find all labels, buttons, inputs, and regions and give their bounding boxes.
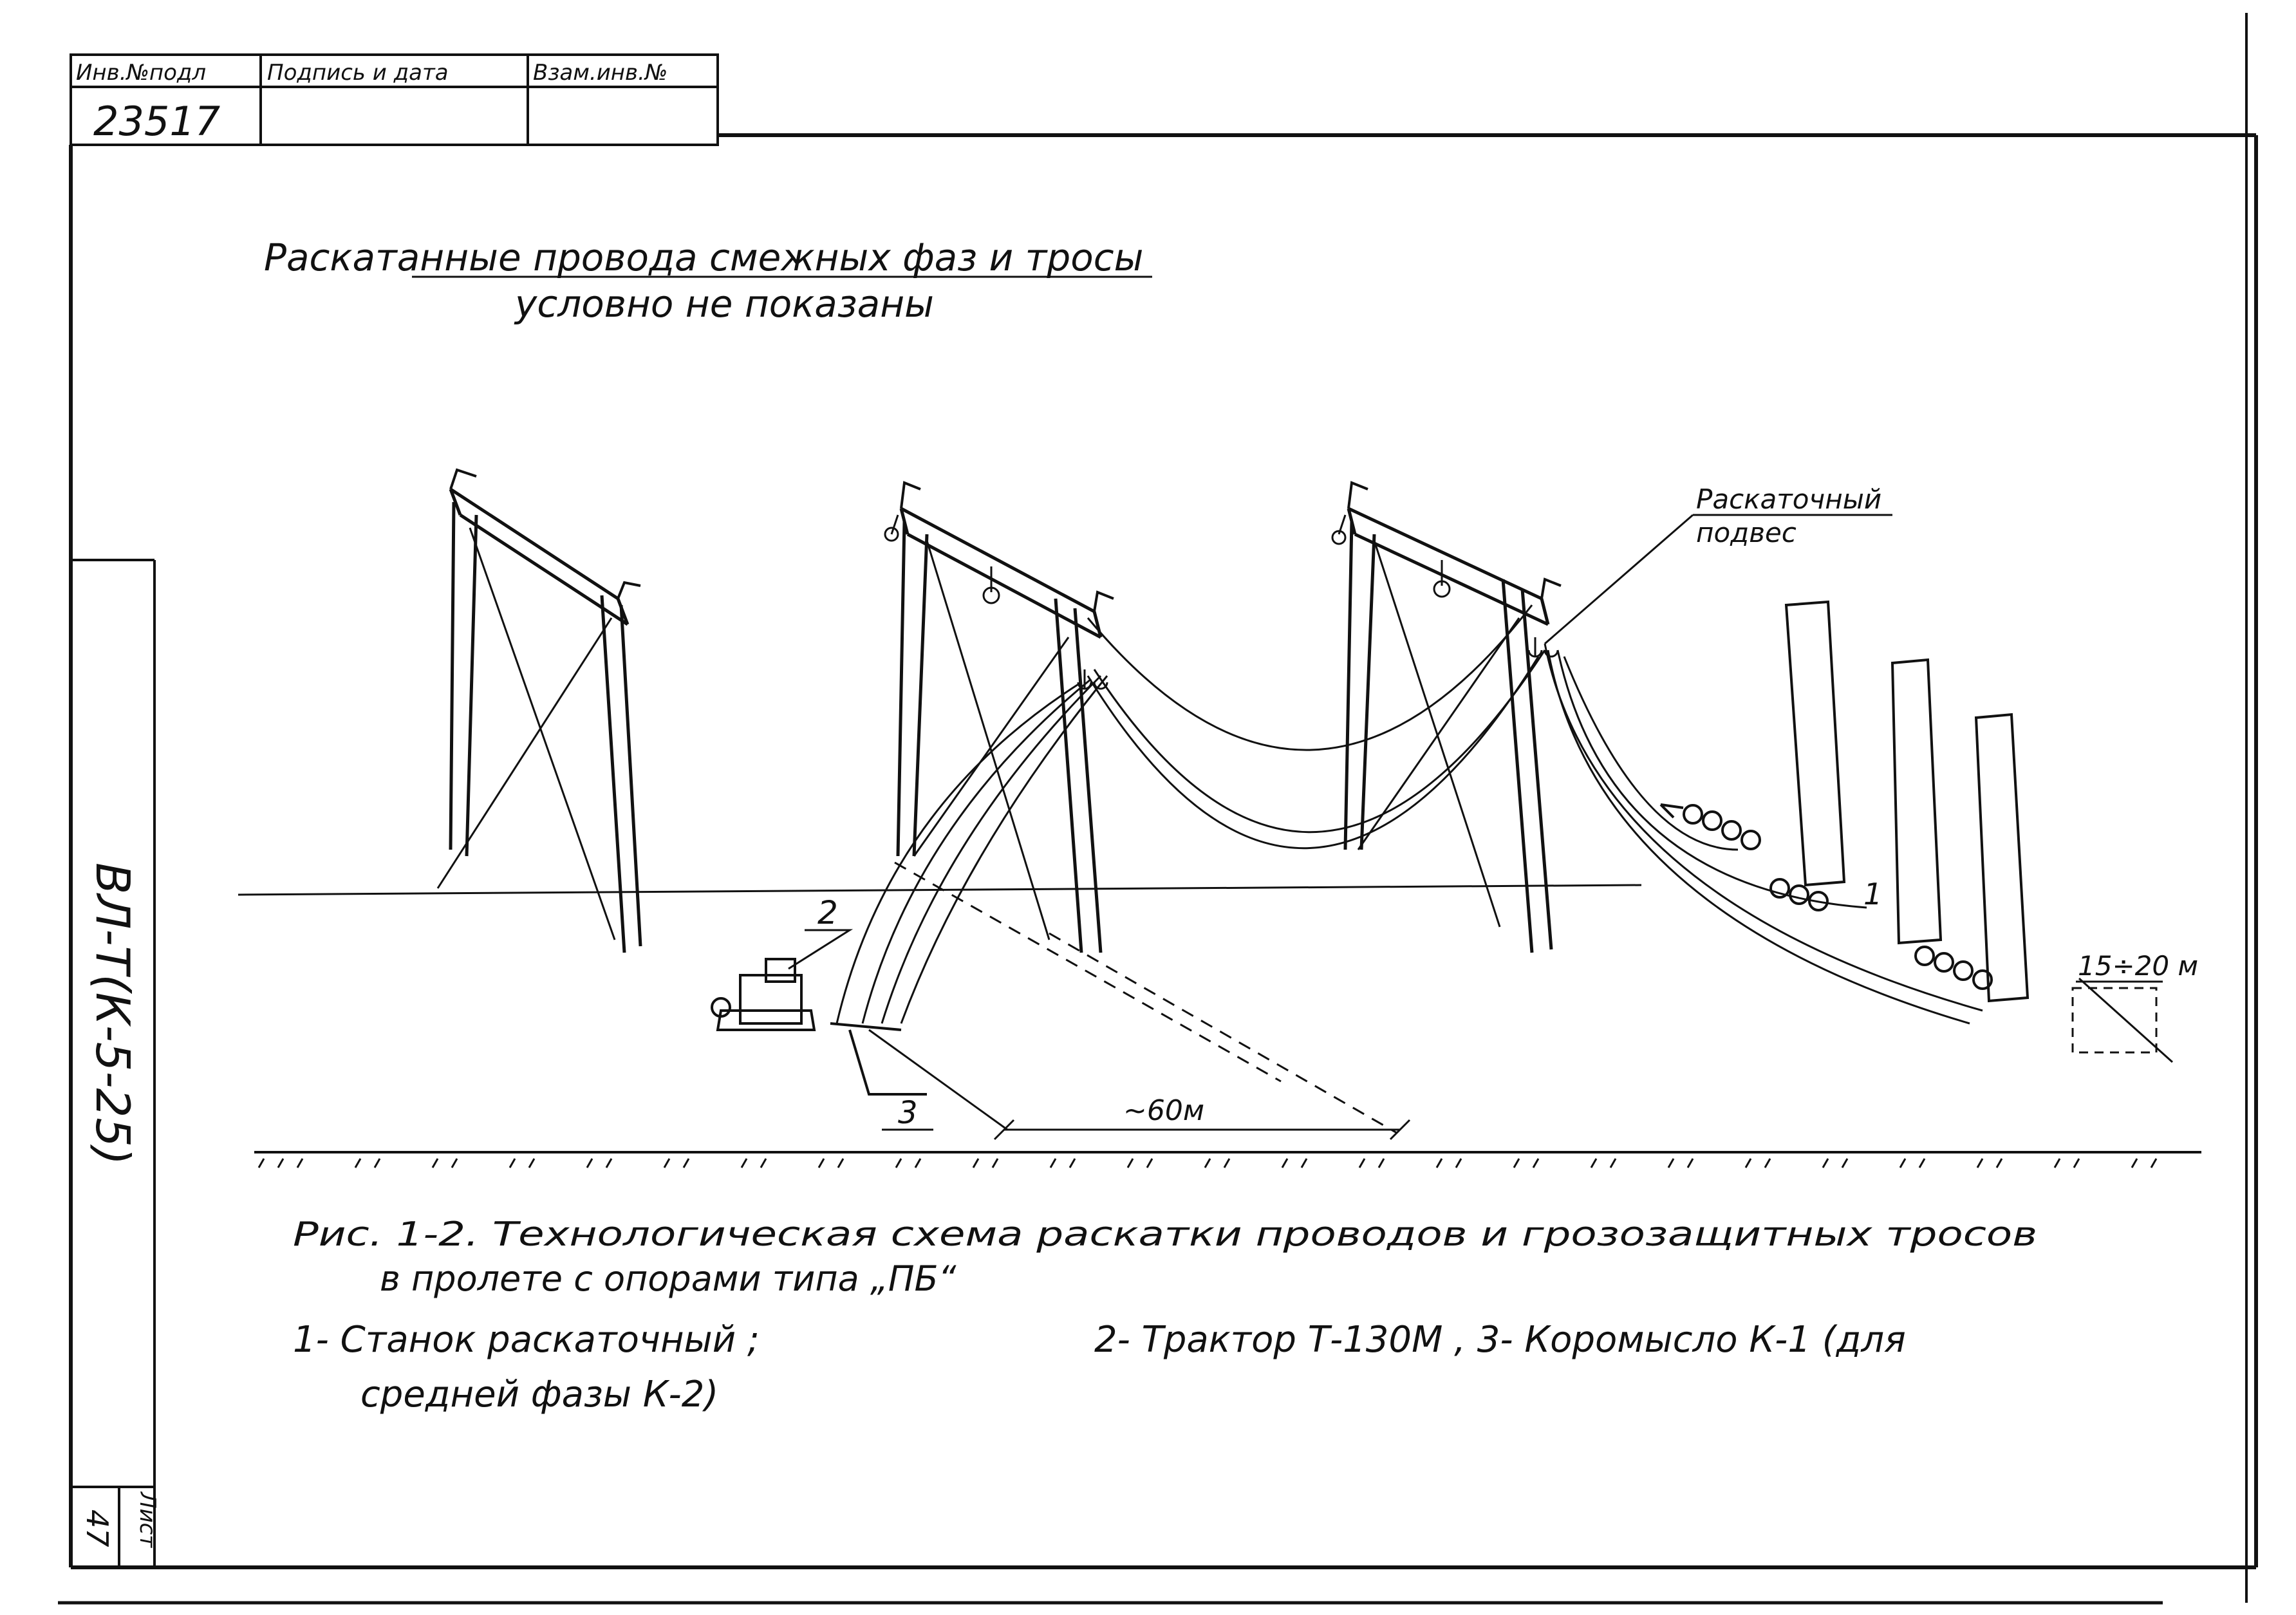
conductors: [835, 604, 1983, 1025]
side-code: ВЛ-Т(К-5-25): [86, 863, 140, 1165]
note-line1: Раскатанные провода смежных фаз и тросы: [264, 236, 1143, 279]
yoke: [830, 1022, 927, 1096]
stamp-inv-label: Инв.№подл: [76, 60, 206, 86]
item-3-callout: 3: [882, 1095, 933, 1131]
ground-line-front: [254, 1151, 2201, 1168]
side-strip: ВЛ-Т(К-5-25) Лист 47: [71, 559, 160, 1567]
legend-line-1: 1- Станок раскаточный ;: [293, 1319, 760, 1361]
stamp-sign-label: Подпись и дата: [267, 60, 449, 86]
offset-distance: 15÷20 м: [2078, 950, 2198, 982]
item-2-callout: 2: [788, 894, 854, 970]
legend-line-1b: 2- Трактор Т-130М , 3- Коромысло К-1 (дл…: [1094, 1319, 1906, 1361]
item-2-label: 2: [817, 894, 838, 931]
note-line2: условно не показаны: [514, 282, 934, 326]
item-1-label: 1: [1863, 877, 1882, 911]
suspension-label-2: подвес: [1696, 517, 1797, 548]
sheet-number: 47: [80, 1509, 115, 1547]
span-dimension: ~60м: [868, 861, 1411, 1141]
insulator-strings-right: [1331, 514, 1559, 658]
offset-dimension: 15÷20 м: [2071, 950, 2198, 1063]
legend-line-2: средней фазы К-2): [360, 1374, 718, 1415]
figure-caption: Рис. 1-2. Технологическая схема раскатки…: [293, 1215, 2037, 1415]
stamp-table: Инв.№подл Подпись и дата Взам.инв.№ 2351…: [70, 53, 719, 146]
item-3-label: 3: [898, 1095, 918, 1131]
suspension-callout: Раскаточный подвес: [1544, 483, 1892, 645]
insulator-strings-middle: [884, 514, 1108, 690]
ground-line-rear: [238, 884, 1642, 896]
caption-title-2: в пролете с опорами типа „ПБ“: [380, 1258, 957, 1299]
reel-stands: [1659, 803, 1993, 990]
stamp-replace-label: Взам.инв.№: [533, 60, 667, 86]
caption-title-1: Рис. 1-2. Технологическая схема раскатки…: [293, 1215, 2037, 1254]
tractor: [711, 958, 816, 1031]
future-towers: [1784, 600, 2030, 1003]
stamp-inv-number: 23517: [93, 98, 220, 145]
sheet-label: Лист: [135, 1491, 160, 1548]
tower-left: [436, 468, 642, 953]
tower-middle: [884, 481, 1114, 953]
tower-right: [1331, 481, 1562, 953]
suspension-label-1: Раскаточный: [1696, 483, 1881, 515]
span-distance: ~60м: [1123, 1094, 1204, 1127]
sheet-frame: [58, 13, 2258, 1605]
